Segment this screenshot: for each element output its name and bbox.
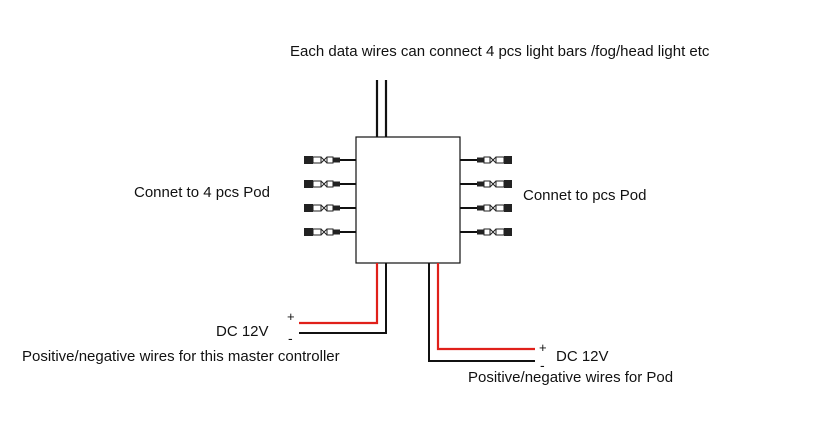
left-pod-connector (304, 228, 356, 236)
left-pod-connector (304, 180, 356, 188)
right-minus-sign: - (540, 357, 545, 373)
left-pod-connectors (304, 156, 356, 236)
right-plus-sign: + (539, 340, 547, 355)
left-negative-wire (299, 263, 387, 334)
dc-right-label: DC 12V (556, 348, 609, 365)
right-caption: Positive/negative wires for Pod (468, 369, 673, 386)
right-pod-connector (460, 156, 512, 164)
top-caption: Each data wires can connect 4 pcs light … (290, 43, 710, 60)
left-pod-connector (304, 204, 356, 212)
dc-left-label: DC 12V (216, 323, 269, 340)
right-negative-wire (428, 263, 535, 362)
right-pod-connector (460, 180, 512, 188)
left-minus-sign: - (288, 330, 293, 346)
right-pod-connectors (460, 156, 512, 236)
left-caption: Positive/negative wires for this master … (22, 348, 340, 365)
master-controller-box (355, 136, 461, 264)
left-pod-connector (304, 156, 356, 164)
right-pod-connector (460, 204, 512, 212)
right-pod-connector (460, 228, 512, 236)
left-pods-label: Connet to 4 pcs Pod (134, 184, 270, 201)
left-positive-wire (299, 263, 379, 325)
right-positive-wire (436, 263, 535, 351)
right-pods-label: Connet to pcs Pod (523, 187, 646, 204)
left-plus-sign: + (287, 309, 295, 324)
